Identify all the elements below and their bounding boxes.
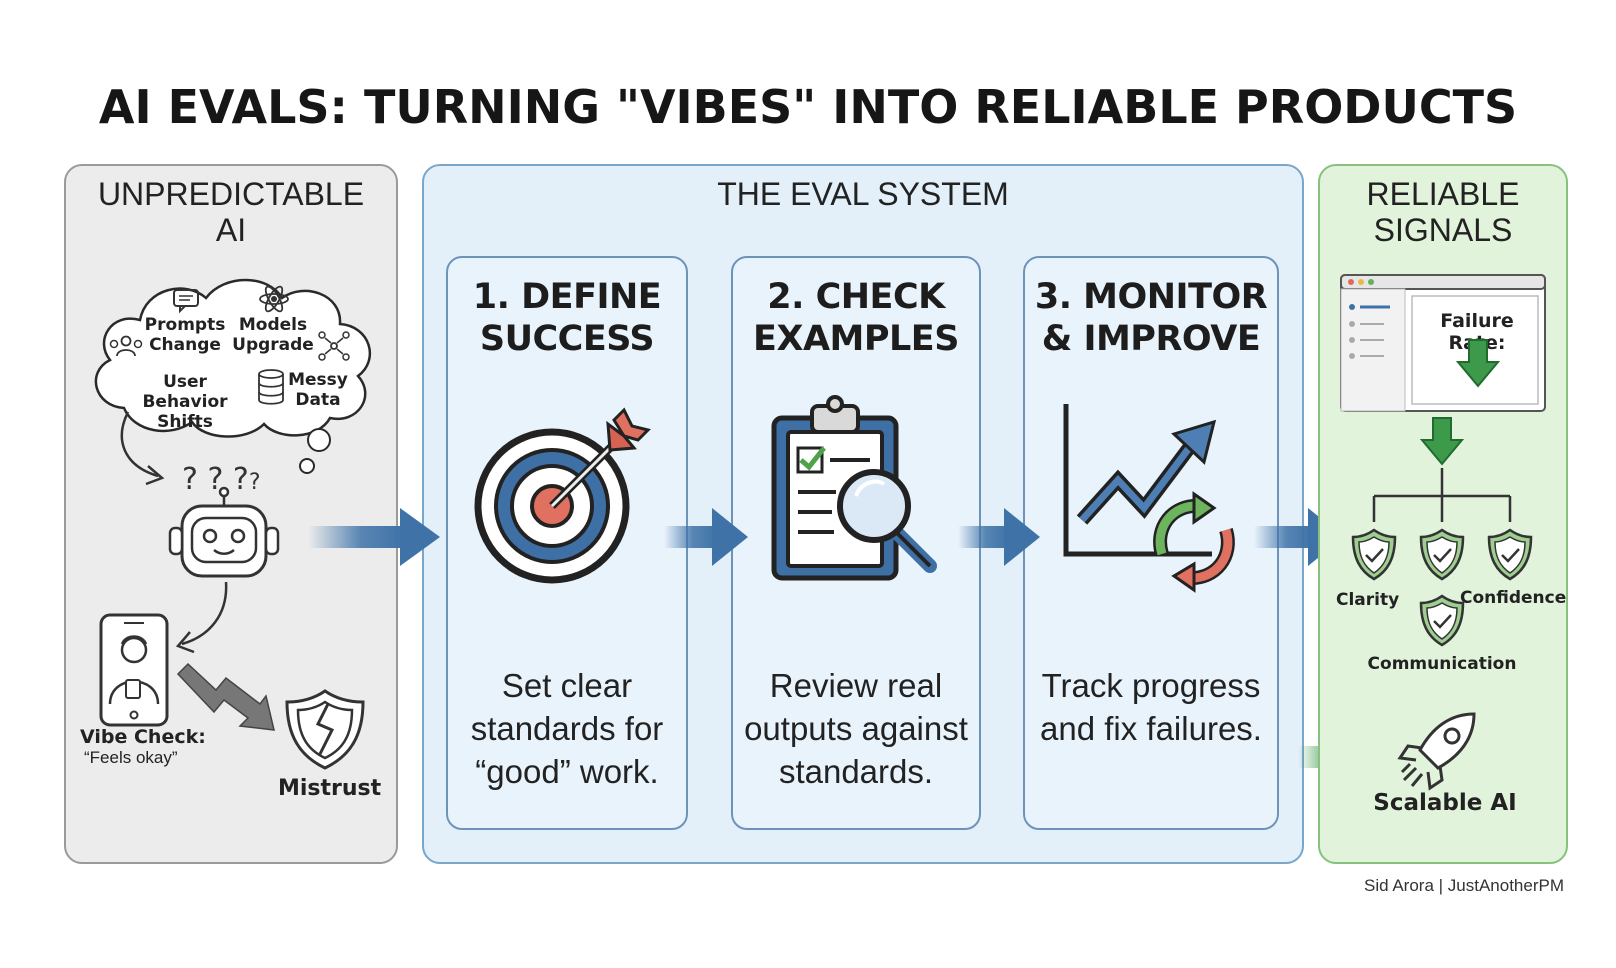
reliable-signals-heading: RELIABLE SIGNALS: [1366, 176, 1520, 248]
step-1-description: Set clear standards for “good” work.: [470, 667, 664, 790]
robot-icon: [168, 486, 280, 578]
models-upgrade-label: Models Upgrade: [232, 315, 314, 355]
zigzag-arrow-icon: [176, 662, 275, 731]
branch-lines: [1372, 468, 1512, 522]
shield-check-icon-center: [1419, 528, 1465, 581]
shield-check-icon-communication: [1419, 594, 1465, 647]
shield-check-icon-clarity: [1351, 528, 1397, 581]
eval-system-heading: THE EVAL SYSTEM: [717, 176, 1009, 212]
mistrust-label: Mistrust: [278, 776, 382, 801]
step-1-title: 1. DEFINE SUCCESS: [472, 277, 662, 359]
question-marks: ? ? ??: [182, 462, 261, 497]
database-icon: [258, 369, 284, 405]
user-behavior-shifts-label: User Behavior Shifts: [142, 372, 228, 432]
step-3-description: Track progress and fix failures.: [1040, 667, 1262, 747]
broken-shield-icon: [285, 689, 365, 770]
author-credit: Sid Arora | JustAnotherPM: [1363, 876, 1564, 895]
rocket-icon: [1397, 712, 1476, 791]
page-title: AI EVALS: TURNING "VIBES" INTO RELIABLE …: [98, 80, 1518, 134]
clarity-label: Clarity: [1336, 590, 1400, 610]
curved-arrow-left-down-icon: [175, 581, 228, 654]
thought-bubbles: [299, 428, 331, 474]
chat-icon: [173, 289, 199, 314]
clipboard-magnifier-icon: [771, 395, 937, 581]
down-arrow-icon: [1455, 339, 1501, 388]
communication-label: Communication: [1367, 654, 1517, 674]
scalable-ai-label: Scalable AI: [1373, 790, 1517, 816]
vibe-check-quote: “Feels okay”: [84, 748, 178, 767]
atom-icon: [259, 285, 289, 313]
arrow-check-to-monitor: [958, 508, 1040, 566]
arrow-define-to-check: [664, 508, 748, 566]
target-icon: [474, 407, 651, 584]
step-3-title: 3. MONITOR & IMPROVE: [1034, 277, 1268, 359]
unpredictable-ai-heading: UNPREDICTABLE AI: [97, 176, 365, 248]
arrow-left-to-define: [308, 508, 440, 566]
step-2-title: 2. CHECK EXAMPLES: [753, 277, 959, 359]
vibe-check-label: Vibe Check:: [80, 726, 206, 748]
phone-user-icon: [99, 613, 169, 727]
network-icon: [318, 331, 350, 361]
confidence-label: Confidence: [1460, 588, 1567, 608]
curved-arrow-down-icon: [120, 411, 165, 486]
shield-check-icon-confidence: [1487, 528, 1533, 581]
messy-data-label: Messy Data: [288, 370, 348, 410]
thought-cloud: [94, 278, 372, 438]
step-card-monitor-improve: [1023, 256, 1279, 830]
users-icon: [109, 335, 143, 357]
refresh-icon: [1153, 491, 1235, 593]
growth-chart-icon: [1063, 404, 1217, 557]
prompts-change-label: Prompts Change: [144, 315, 226, 355]
dashboard-icon: [1340, 274, 1546, 412]
step-2-description: Review real outputs against standards.: [744, 667, 968, 790]
down-arrow-icon-2: [1419, 417, 1465, 466]
